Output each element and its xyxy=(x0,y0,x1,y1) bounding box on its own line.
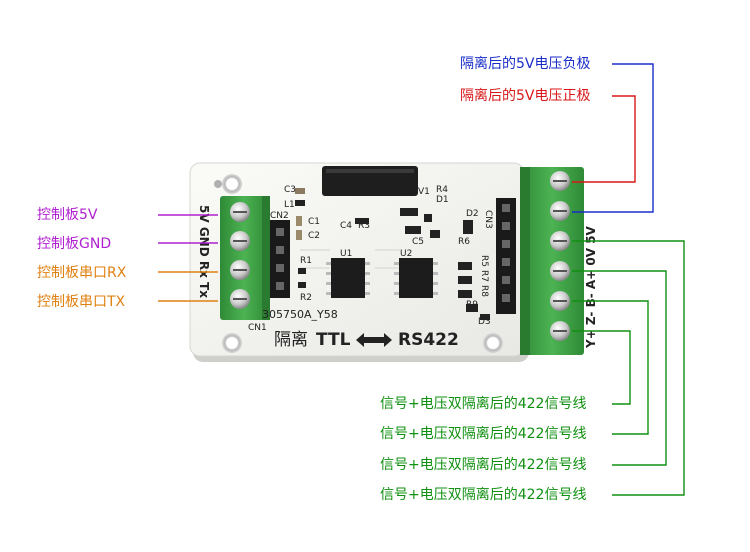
ref-d2: D2 xyxy=(466,209,479,219)
ref-u2: U2 xyxy=(400,249,412,259)
mount-hole xyxy=(483,333,503,353)
ref-r7: R7 xyxy=(479,270,489,282)
ref-r6: R6 xyxy=(458,237,470,247)
label-422-signal-line: 信号+电压双隔离后的422信号线 xyxy=(380,457,587,473)
terminal-block-cn1 xyxy=(220,196,270,320)
ref-r9: R9 xyxy=(466,300,478,310)
label-control-5v: 控制板5V xyxy=(37,207,98,223)
right-top-leader-lines xyxy=(572,63,654,213)
ref-cn2: CN2 xyxy=(270,211,289,221)
board-title-isolation: 隔离 xyxy=(274,330,308,350)
left-pin-labels: 5V GND Rx Tx xyxy=(197,205,211,298)
ref-r4: R4 xyxy=(436,185,448,195)
pin-header-cn3 xyxy=(496,198,516,314)
ref-l1: L1 xyxy=(284,200,295,210)
ref-r2: R2 xyxy=(300,293,312,303)
board-code: 305750A_Y58 xyxy=(262,308,338,321)
mount-hole xyxy=(222,174,242,194)
label-422-signal-line: 信号+电压双隔离后的422信号线 xyxy=(380,487,587,503)
board-title-rs422: RS422 xyxy=(398,330,459,350)
right-bottom-leader-lines xyxy=(572,240,685,496)
label-isolated-5v-negative: 隔离后的5V电压负极 xyxy=(460,56,591,72)
smd-components xyxy=(295,188,490,320)
ref-r8: R8 xyxy=(479,285,489,297)
ref-r3: R3 xyxy=(358,221,370,231)
ref-u1: U1 xyxy=(340,249,352,259)
label-control-tx: 控制板串口TX xyxy=(37,294,126,310)
ref-v1: V1 xyxy=(418,187,430,197)
silkscreen-refs: C3 L1 CN2 C1 C2 C4 R3 V1 R4 D1 R1 R2 U1 … xyxy=(248,185,493,333)
ref-d3: D3 xyxy=(478,317,491,327)
isolation-module xyxy=(322,166,418,196)
ref-c4: C4 xyxy=(340,221,352,231)
ref-r5: R5 xyxy=(479,255,489,267)
label-control-gnd: 控制板GND xyxy=(37,236,112,252)
ref-d1: D1 xyxy=(436,195,449,205)
ic-u2 xyxy=(394,258,438,298)
mount-hole xyxy=(222,333,242,353)
label-control-rx: 控制板串口RX xyxy=(37,265,127,281)
board-title: 隔离 TTL RS422 xyxy=(274,330,459,350)
ref-c1: C1 xyxy=(308,217,320,227)
ref-cn3: CN3 xyxy=(483,210,493,229)
pin-header-cn2 xyxy=(270,220,290,298)
ic-u1 xyxy=(326,258,370,298)
label-isolated-5v-positive: 隔离后的5V电压正极 xyxy=(460,88,591,104)
ref-r1: R1 xyxy=(300,256,312,266)
bidirectional-arrow-icon xyxy=(356,333,392,347)
terminal-block-right xyxy=(520,167,584,355)
right-pin-labels: Y+ Z- B- A+ 0V 5V xyxy=(584,225,598,349)
label-422-signal-line: 信号+电压双隔离后的422信号线 xyxy=(380,426,587,442)
ref-c2: C2 xyxy=(308,231,320,241)
ref-c3: C3 xyxy=(284,185,296,195)
label-422-signal-line: 信号+电压双隔离后的422信号线 xyxy=(380,396,587,412)
ref-c5: C5 xyxy=(412,237,424,247)
ref-cn1: CN1 xyxy=(248,323,267,333)
board-title-ttl: TTL xyxy=(316,330,351,350)
left-leader-lines xyxy=(158,214,218,302)
